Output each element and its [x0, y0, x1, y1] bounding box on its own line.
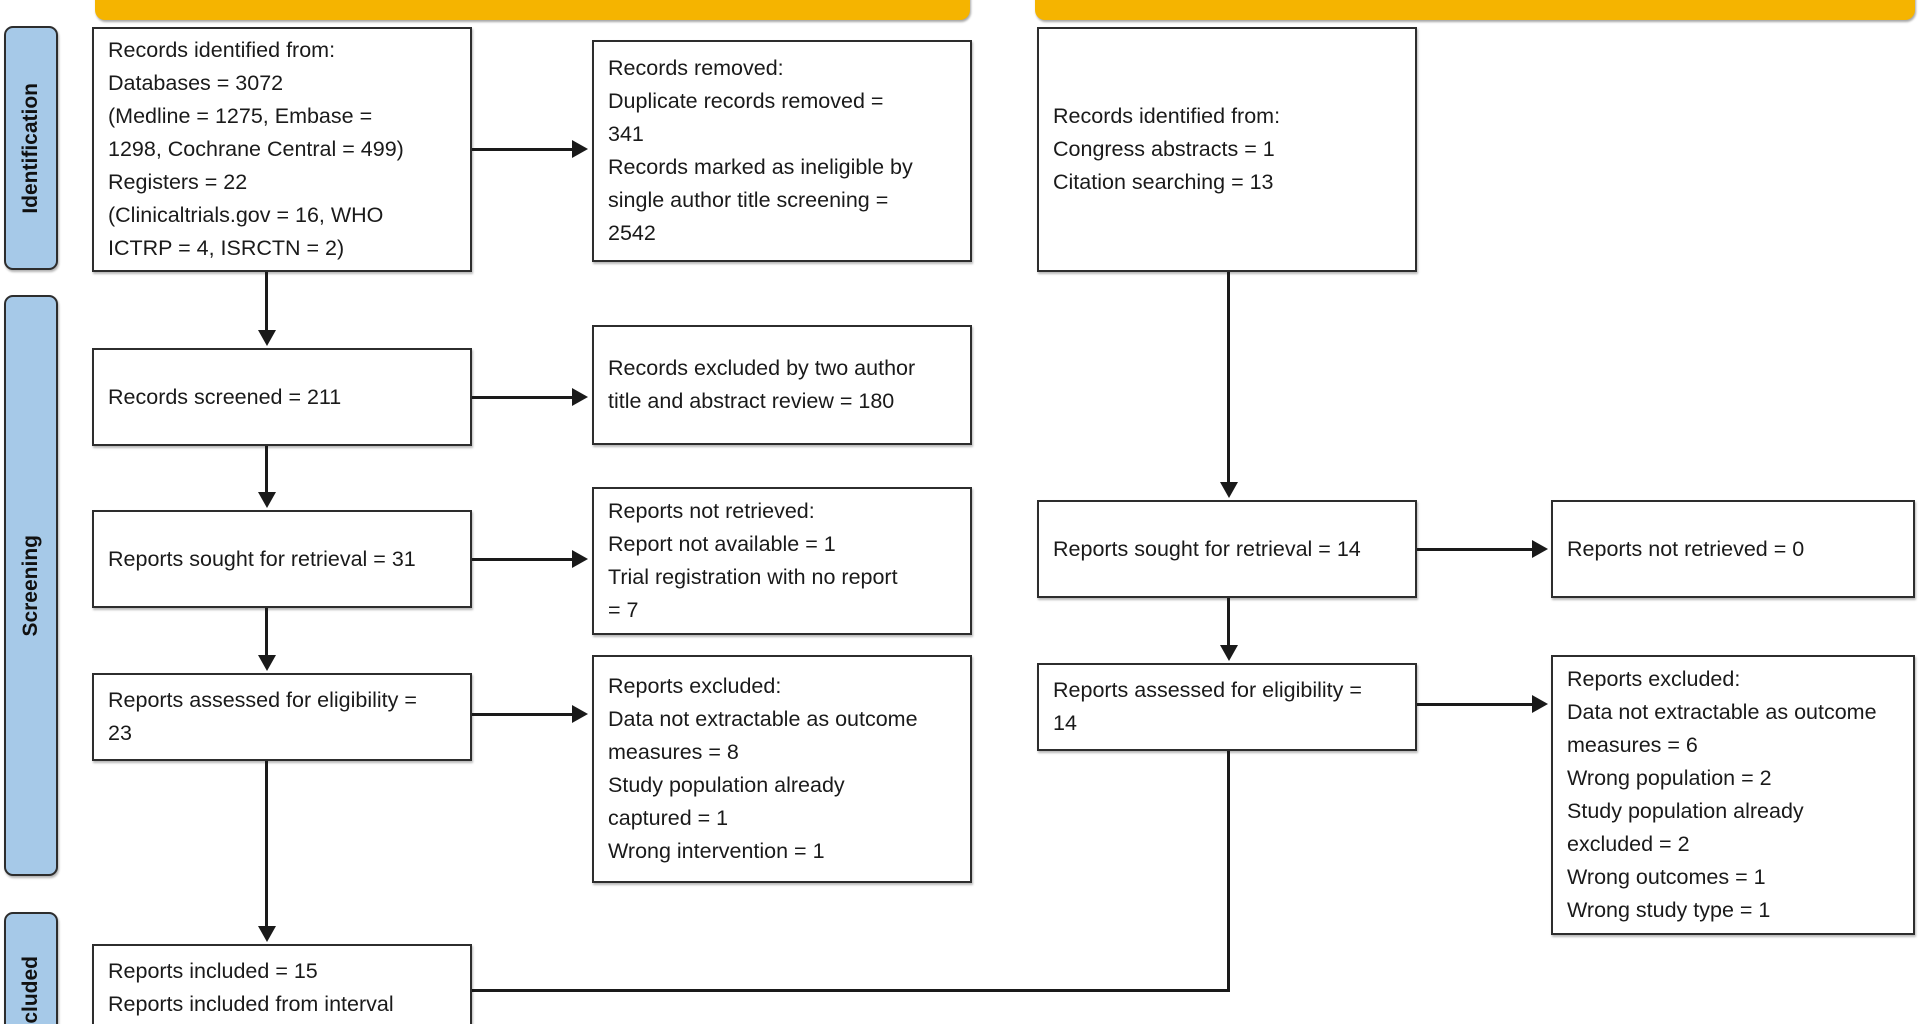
box-line: captured = 1 [608, 806, 729, 830]
box-line: Wrong outcomes = 1 [1567, 865, 1766, 889]
stage-label-identification-text: Identification [19, 82, 42, 214]
box-line: ICTRP = 4, ISRCTN = 2) [108, 236, 345, 260]
box-line: Reports included = 15 [108, 958, 318, 983]
arrow-sought-right-to-assessed-right [1220, 645, 1238, 661]
box-line: 341 [608, 122, 644, 146]
box-line: Reports included from interval [108, 991, 394, 1016]
banner-other-methods [1035, 0, 1915, 20]
arrow-assessed-left-to-included [258, 926, 276, 942]
box-line: Study population already [608, 773, 845, 797]
box-line: (Medline = 1275, Embase = [108, 104, 373, 128]
box-line: Reports sought for retrieval = 14 [1053, 536, 1361, 561]
box-line: = 7 [608, 598, 639, 622]
box-line: measures = 8 [608, 740, 739, 764]
arrow-sought-right-to-not-retrieved-right [1532, 540, 1548, 558]
connector-assessed-right-elbow-horizontal [470, 989, 1230, 992]
box-line: (Clinicaltrials.gov = 16, WHO [108, 203, 384, 227]
box-line: Registers = 22 [108, 170, 248, 194]
box-line: measures = 6 [1567, 733, 1698, 757]
reports-excluded-left-box: Reports excluded: Data not extractable a… [592, 655, 972, 883]
reports-assessed-for-eligibility-left-box: Reports assessed for eligibility = 23 [92, 673, 472, 761]
box-line: title and abstract review = 180 [608, 389, 895, 413]
connector-sought-left-to-assessed-left [265, 608, 268, 655]
reports-sought-for-retrieval-left-box: Reports sought for retrieval = 31 [92, 510, 472, 608]
arrow-identified-to-removed [572, 140, 588, 158]
records-excluded-box: Records excluded by two author title and… [592, 325, 972, 445]
box-line: Records removed: [608, 56, 784, 80]
connector-sought-right-to-not-retrieved-right [1417, 548, 1532, 551]
reports-excluded-right-box: Reports excluded: Data not extractable a… [1551, 655, 1915, 935]
box-line: Report not available = 1 [608, 532, 836, 556]
reports-assessed-for-eligibility-right-box: Reports assessed for eligibility = 14 [1037, 663, 1417, 751]
reports-not-retrieved-right-box: Reports not retrieved = 0 [1551, 500, 1915, 598]
stage-label-screening: Screening [4, 295, 58, 876]
connector-screened-to-excluded [472, 396, 572, 399]
box-line: Records screened = 211 [108, 384, 342, 409]
banner-databases-and-registers [95, 0, 970, 20]
box-line: Reports excluded: [1567, 667, 1741, 691]
box-line: Duplicate records removed = [608, 89, 884, 113]
box-line: 1298, Cochrane Central = 499) [108, 137, 404, 161]
stage-label-identification: Identification [4, 26, 58, 270]
box-line: Records identified from: [1053, 104, 1281, 128]
box-line: Reports assessed for eligibility = [1053, 678, 1362, 702]
box-line: Citation searching = 13 [1053, 170, 1274, 194]
box-line: 14 [1053, 711, 1077, 735]
stage-label-screening-text: Screening [19, 534, 42, 637]
reports-not-retrieved-left-box: Reports not retrieved: Report not availa… [592, 487, 972, 635]
box-line: Study population already [1567, 799, 1804, 823]
box-line: 23 [108, 721, 132, 745]
arrow-assessed-right-to-excluded-right [1532, 695, 1548, 713]
box-line: Data not extractable as outcome [608, 707, 918, 731]
box-line: Wrong population = 2 [1567, 766, 1772, 790]
connector-assessed-right-elbow-vertical [1227, 751, 1230, 991]
reports-sought-for-retrieval-right-box: Reports sought for retrieval = 14 [1037, 500, 1417, 598]
connector-assessed-left-to-excluded-left [472, 713, 572, 716]
box-line: Wrong study type = 1 [1567, 898, 1771, 922]
connector-identified-to-screened [265, 272, 268, 330]
connector-identified-to-removed [472, 148, 572, 151]
box-line: excluded = 2 [1567, 832, 1690, 856]
stage-label-included: Included [4, 912, 58, 1024]
box-line: Reports excluded: [608, 674, 782, 698]
arrow-screened-to-excluded [572, 388, 588, 406]
box-line: Records excluded by two author [608, 356, 916, 380]
box-line: Reports assessed for eligibility = [108, 688, 417, 712]
box-line: Records marked as ineligible by [608, 155, 913, 179]
box-line: Reports not retrieved = 0 [1567, 536, 1805, 561]
box-line: single author title screening = [608, 188, 889, 212]
box-line: Reports not retrieved: [608, 499, 815, 523]
connector-other-to-sought-right [1227, 272, 1230, 482]
box-line: Databases = 3072 [108, 71, 284, 95]
records-screened-box: Records screened = 211 [92, 348, 472, 446]
arrow-identified-to-screened [258, 330, 276, 346]
arrow-sought-left-to-assessed-left [258, 655, 276, 671]
arrow-screened-to-sought-left [258, 492, 276, 508]
connector-sought-left-to-not-retrieved-left [472, 558, 572, 561]
records-identified-databases-box: Records identified from: Databases = 307… [92, 27, 472, 272]
records-removed-box: Records removed: Duplicate records remov… [592, 40, 972, 262]
box-line: Data not extractable as outcome [1567, 700, 1877, 724]
connector-screened-to-sought-left [265, 446, 268, 492]
connector-assessed-right-to-excluded-right [1417, 703, 1532, 706]
reports-included-box: Reports included = 15 Reports included f… [92, 944, 472, 1024]
box-line: Reports sought for retrieval = 31 [108, 546, 416, 571]
box-line: search = 2 [108, 1021, 456, 1024]
box-line: Wrong intervention = 1 [608, 839, 825, 863]
connector-assessed-left-to-included [265, 761, 268, 926]
box-line: Trial registration with no report [608, 565, 898, 589]
box-line: Congress abstracts = 1 [1053, 137, 1275, 161]
box-line: Records identified from: [108, 38, 336, 62]
arrow-other-to-sought-right [1220, 482, 1238, 498]
stage-label-included-text: Included [19, 955, 42, 1024]
connector-sought-right-to-assessed-right [1227, 598, 1230, 645]
arrow-sought-left-to-not-retrieved-left [572, 550, 588, 568]
arrow-assessed-left-to-excluded-left [572, 705, 588, 723]
box-line: 2542 [608, 221, 656, 245]
records-identified-other-methods-box: Records identified from: Congress abstra… [1037, 27, 1417, 272]
